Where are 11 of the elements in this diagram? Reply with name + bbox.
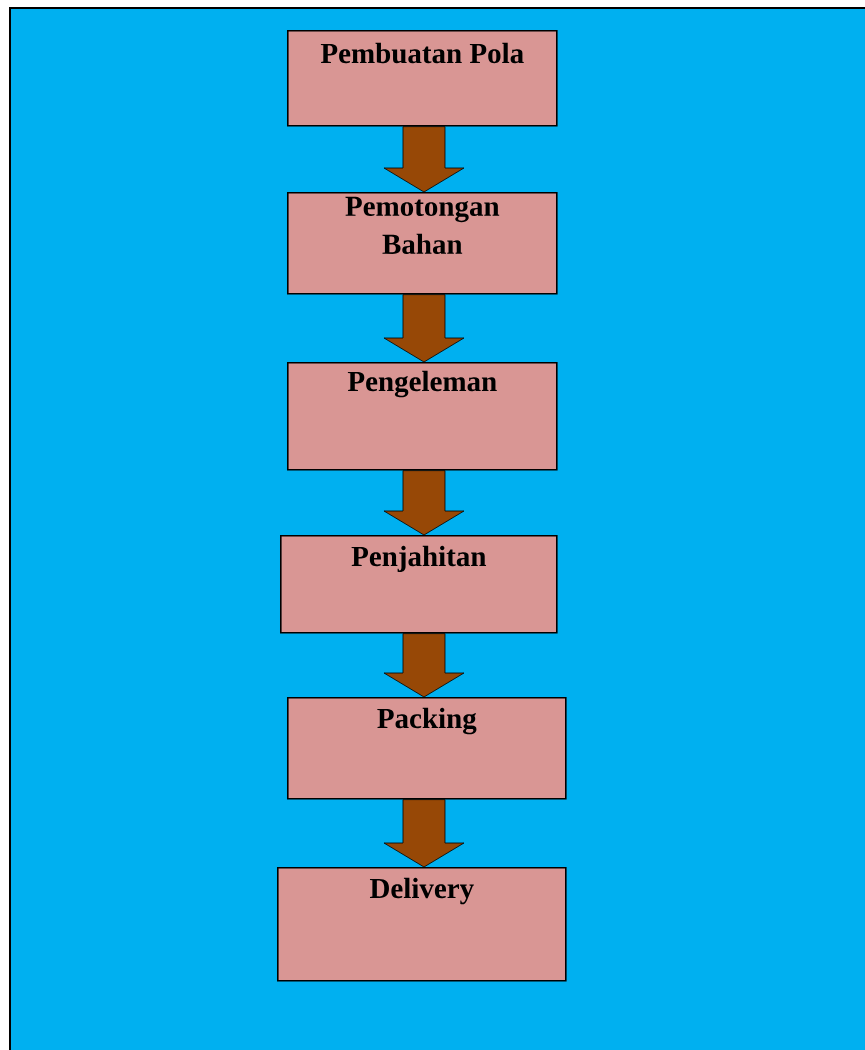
process-box: Pembuatan Pola: [287, 30, 558, 127]
block-arrow: [383, 126, 465, 193]
process-box: Packing: [287, 697, 567, 800]
process-box: Pengeleman: [287, 362, 558, 471]
block-arrow: [383, 633, 465, 698]
process-box: Delivery: [277, 867, 567, 982]
process-box: Penjahitan: [280, 535, 558, 634]
block-arrow: [383, 470, 465, 536]
block-arrow: [383, 294, 465, 363]
block-arrow: [383, 799, 465, 868]
process-box: Pemotongan Bahan: [287, 192, 558, 295]
